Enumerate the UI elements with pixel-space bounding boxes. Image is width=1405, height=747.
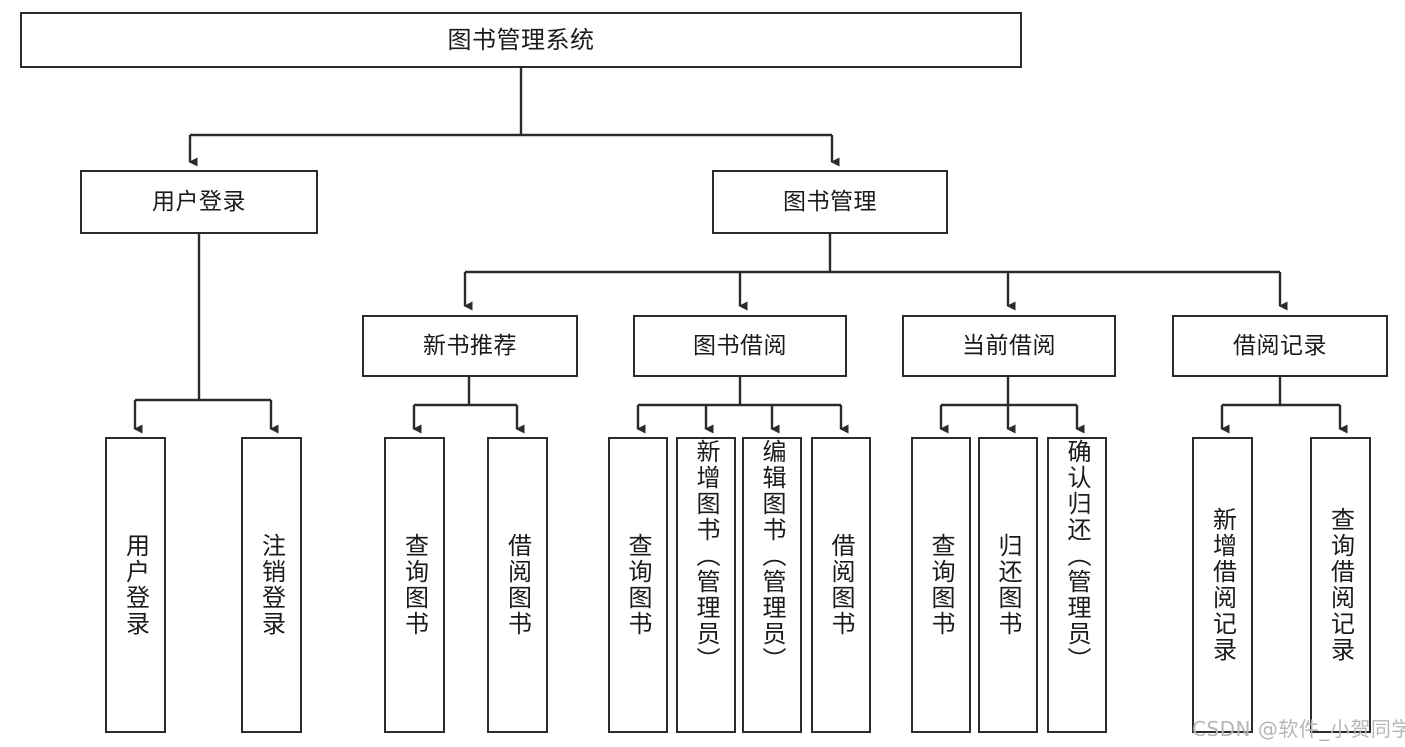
node-label: 用户登录 [121, 533, 150, 637]
node-borrow-record[interactable]: 借阅记录 [1172, 315, 1388, 377]
node-label: 图书管理 [783, 188, 877, 215]
node-label: 查询图书 [400, 533, 429, 637]
node-leaf-add-record[interactable]: 新增借阅记录 [1192, 437, 1253, 733]
node-new-book-rec[interactable]: 新书推荐 [362, 315, 578, 377]
node-leaf-query-book-3[interactable]: 查询图书 [911, 437, 971, 733]
node-label: 借阅图书 [827, 533, 855, 637]
node-leaf-return-book[interactable]: 归还图书 [978, 437, 1038, 733]
node-leaf-edit-book[interactable]: 编辑图书（管理员） [742, 437, 802, 733]
node-leaf-borrow-book-1[interactable]: 借阅图书 [487, 437, 548, 733]
node-leaf-user-login[interactable]: 用户登录 [105, 437, 166, 733]
node-root-system[interactable]: 图书管理系统 [20, 12, 1022, 68]
node-leaf-confirm-return[interactable]: 确认归还（管理员） [1047, 437, 1107, 733]
node-label: 注销登录 [257, 533, 286, 637]
node-label: 当前借阅 [962, 332, 1056, 359]
node-leaf-query-record[interactable]: 查询借阅记录 [1310, 437, 1371, 733]
csdn-watermark: CSDN @软件_小贺同学 [1192, 717, 1405, 741]
node-book-manage[interactable]: 图书管理 [712, 170, 948, 234]
node-label: 图书借阅 [693, 332, 787, 359]
node-label: 查询图书 [624, 533, 652, 637]
node-label: 新增图书（管理员） [692, 439, 720, 673]
node-label: 用户登录 [152, 188, 246, 215]
node-label: 借阅记录 [1233, 332, 1327, 359]
node-leaf-add-book[interactable]: 新增图书（管理员） [676, 437, 736, 733]
node-label: 编辑图书（管理员） [758, 439, 786, 673]
node-leaf-query-book-2[interactable]: 查询图书 [608, 437, 668, 733]
node-label: 新书推荐 [423, 332, 517, 359]
node-book-borrow[interactable]: 图书借阅 [633, 315, 847, 377]
node-current-borrow[interactable]: 当前借阅 [902, 315, 1116, 377]
node-leaf-borrow-book-2[interactable]: 借阅图书 [811, 437, 871, 733]
node-label: 借阅图书 [503, 533, 532, 637]
node-label: 确认归还（管理员） [1063, 439, 1091, 673]
node-label: 查询图书 [927, 533, 955, 637]
node-label: 查询借阅记录 [1326, 507, 1355, 663]
node-leaf-query-book-1[interactable]: 查询图书 [384, 437, 445, 733]
node-leaf-user-logout[interactable]: 注销登录 [241, 437, 302, 733]
node-label: 新增借阅记录 [1208, 507, 1237, 663]
node-user-login[interactable]: 用户登录 [80, 170, 318, 234]
node-label: 归还图书 [994, 533, 1022, 637]
node-label: 图书管理系统 [447, 26, 595, 54]
